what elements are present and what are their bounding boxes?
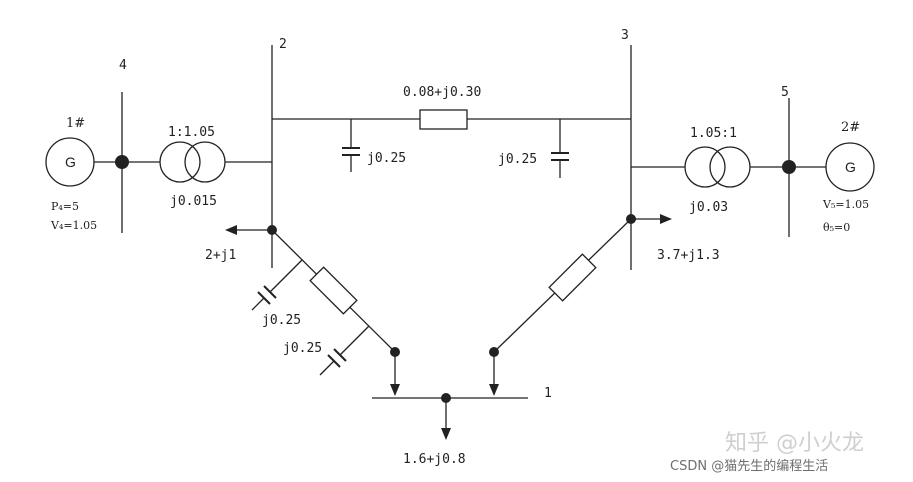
line-2-1-shunt-upper-lead xyxy=(269,259,303,293)
line-2-1-shunt-lower-plate-a xyxy=(333,348,347,362)
generator-1-g: G xyxy=(65,154,76,170)
line-2-3-impedance-label: 0.08+j0.30 xyxy=(403,85,481,100)
generator-2-g: G xyxy=(845,159,856,175)
line-2-1-shunt-lower-lead xyxy=(339,325,370,356)
line-2-1-shunt-lower-label: j0.25 xyxy=(283,341,322,356)
bus-2-load-arrowhead xyxy=(225,225,237,235)
bus-3-load-arrowhead xyxy=(660,214,672,224)
line-3-1-to-bus1-arrowhead xyxy=(489,384,499,396)
line-2-1-shunt-lower-ground xyxy=(319,360,335,376)
watermark-csdn: CSDN @猫先生的编程生活 xyxy=(670,458,828,474)
line-2-1-impedance-box xyxy=(309,266,358,315)
line-2-1-shunt-upper-label: j0.25 xyxy=(262,313,301,328)
transformer-1-ratio: 1:1.05 xyxy=(168,125,215,140)
line-2-1-to-bus1-arrowhead xyxy=(390,384,400,396)
generator-1-spec-p: P₄=5 xyxy=(51,200,79,213)
generator-1-spec-v: V₄=1.05 xyxy=(50,219,97,232)
line-2-1-shunt-upper-ground xyxy=(251,297,265,311)
bus-1-label: 1 xyxy=(544,386,552,401)
bus-5-label: 5 xyxy=(781,85,789,100)
generator-1-name: 1# xyxy=(66,116,85,131)
bus-2-load-label: 2+j1 xyxy=(205,248,236,263)
transformer-2-impedance: j0.03 xyxy=(689,200,728,215)
transformer-1-impedance: j0.015 xyxy=(170,194,217,209)
line-2-3-shunt-left-label: j0.25 xyxy=(367,151,406,166)
bus-3-label: 3 xyxy=(621,28,629,43)
line-2-1-shunt-upper-plate-a xyxy=(263,285,277,299)
transformer-1-winding-b xyxy=(184,141,226,183)
line-3-1-impedance-box xyxy=(548,253,597,302)
line-2-3-impedance-box xyxy=(419,109,468,130)
watermark-zhihu: 知乎 @小火龙 xyxy=(725,431,864,456)
bus-1-load-label: 1.6+j0.8 xyxy=(403,452,466,467)
generator-2-spec-theta: θ₅=0 xyxy=(823,221,850,234)
bus-3-load-label: 3.7+j1.3 xyxy=(657,248,720,263)
transformer-2-ratio: 1.05:1 xyxy=(690,126,737,141)
transformer-2-winding-a xyxy=(684,146,726,188)
line-2-3-shunt-right-label: j0.25 xyxy=(498,152,537,167)
generator-2-name: 2# xyxy=(841,120,860,135)
generator-2-symbol xyxy=(825,142,875,192)
generator-2-spec-v: V₅=1.05 xyxy=(822,198,869,211)
bus-4-label: 4 xyxy=(119,58,127,73)
transformer-1-winding-a xyxy=(159,141,201,183)
bus-1-load-arrowhead xyxy=(441,428,451,440)
transformer-2-winding-b xyxy=(709,146,751,188)
bus-2-label: 2 xyxy=(279,37,287,52)
